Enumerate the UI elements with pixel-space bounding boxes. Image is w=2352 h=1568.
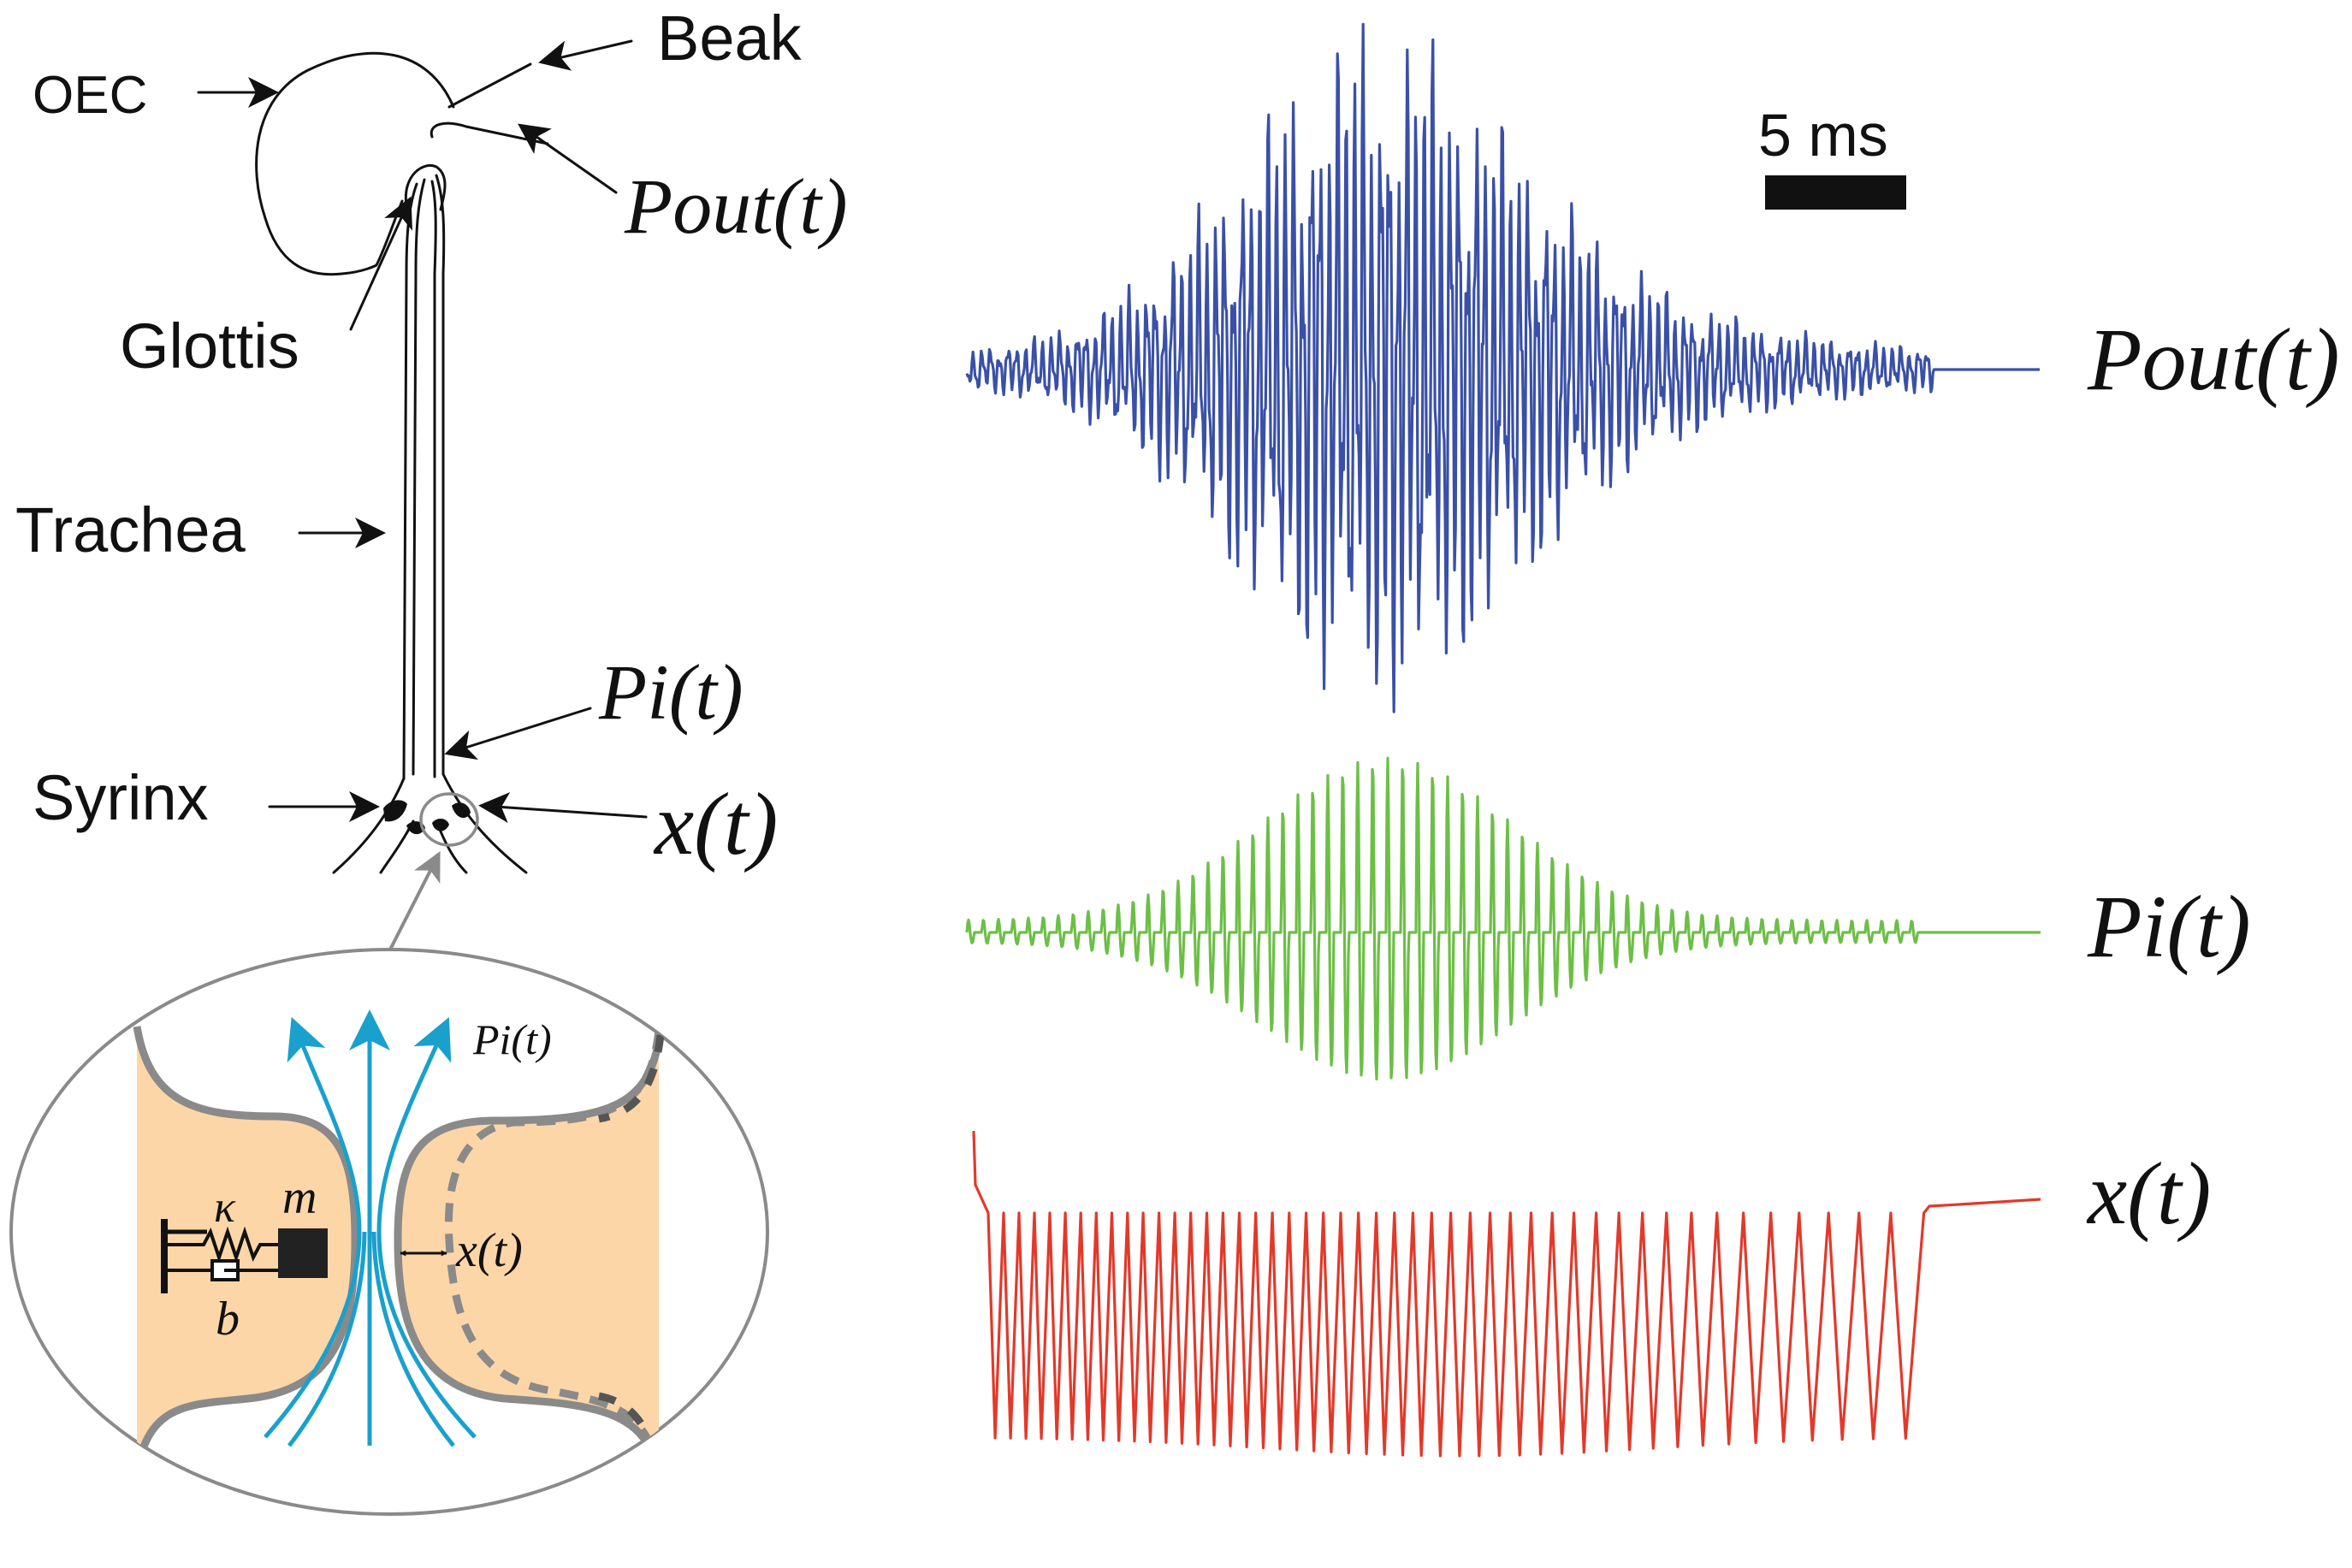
label-glottis: Glottis — [120, 311, 299, 382]
inset-label-kappa: κ — [214, 1183, 236, 1232]
inset-label-x: x(t) — [455, 1224, 523, 1277]
inset-label-pi: Pi(t) — [472, 1015, 552, 1063]
labium-model-inset: κ m b x(t) Pi(t) — [9, 948, 769, 1516]
displaced-labium-dashed — [444, 1030, 663, 1481]
trace-label-pi: Pi(t) — [2087, 878, 2251, 976]
syrinx-right-labium — [452, 802, 471, 819]
vocal-tract-anatomy — [255, 51, 549, 874]
trachea-right-wall-inner — [430, 180, 437, 778]
labium-highlight-circle — [419, 792, 479, 847]
time-series-panel: 5 ms Pout(t) Pi(t) x(t) — [965, 22, 2340, 1458]
airflow-far-right-stream — [371, 1231, 455, 1447]
left-bronchus-outer — [332, 777, 406, 874]
label-pi-anatomy: Pi(t) — [598, 648, 744, 736]
label-syrinx: Syrinx — [33, 762, 209, 833]
oec-outline — [255, 51, 455, 276]
arrow-pout — [518, 123, 618, 194]
trace-label-pout: Pout(t) — [2087, 311, 2340, 409]
inset-label-m: m — [282, 1171, 317, 1224]
airflow-far-left-stream — [287, 1231, 367, 1447]
syrinx-labium-right-inner — [432, 818, 449, 831]
label-beak: Beak — [657, 3, 803, 74]
arrow-pi — [444, 707, 592, 760]
label-oec: OEC — [33, 66, 147, 125]
airflow-right-stream — [376, 1017, 477, 1439]
arrow-glottis — [349, 196, 413, 331]
right-labium-outline — [394, 1030, 665, 1481]
inset-label-b: b — [216, 1293, 240, 1346]
left-labium-outline — [133, 1026, 359, 1472]
right-edge-dash-overlay-lower — [598, 1392, 663, 1481]
trace-pout — [965, 22, 2041, 713]
arrow-x — [478, 792, 648, 824]
glottis-outline — [404, 164, 447, 211]
spring-kappa — [164, 1226, 278, 1263]
scale-bar — [1765, 175, 1906, 210]
upper-beak — [447, 62, 532, 109]
right-labium-tissue — [398, 1031, 659, 1480]
trace-pi — [965, 756, 2041, 1081]
trachea-right-wall — [435, 174, 446, 776]
syrinx-left-labium — [383, 800, 407, 822]
left-labium-tissue — [137, 1027, 355, 1471]
label-x-anatomy: x(t) — [653, 775, 778, 873]
trace-x — [972, 1130, 2041, 1458]
airflow-left-stream — [264, 1016, 362, 1439]
trachea-left-wall-inner — [412, 178, 426, 776]
scale-bar-label: 5 ms — [1758, 102, 1888, 169]
right-edge-dash-overlay — [598, 1034, 665, 1123]
arrow-beak — [538, 39, 633, 71]
label-trachea: Trachea — [15, 494, 246, 565]
label-pout-anatomy: Pout(t) — [624, 163, 848, 250]
mass-m — [278, 1228, 328, 1278]
lower-beak — [430, 121, 549, 145]
inset-connector-arrow — [388, 850, 441, 952]
trace-label-x: x(t) — [2086, 1145, 2211, 1243]
